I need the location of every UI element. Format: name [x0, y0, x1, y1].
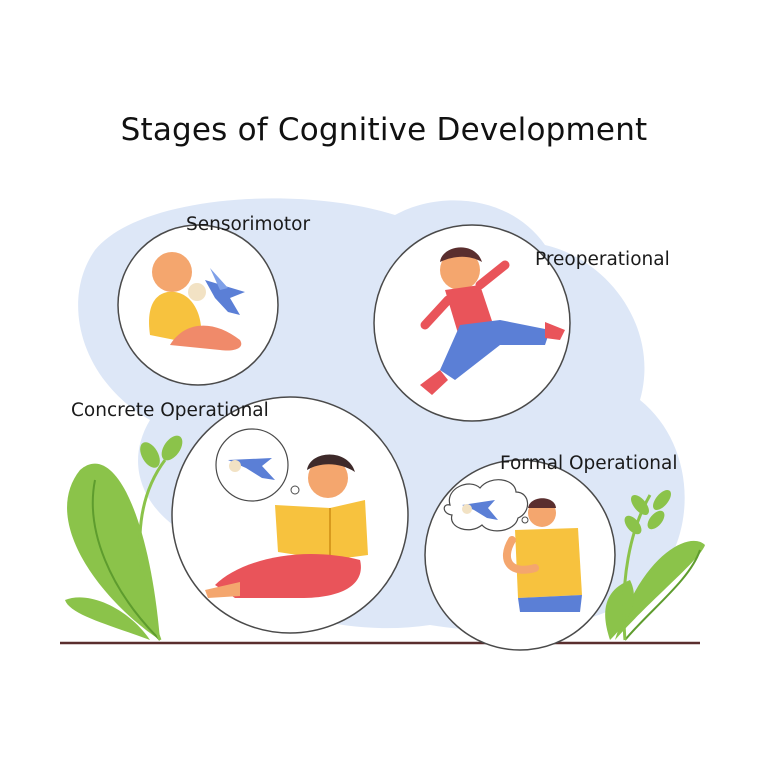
- thought-cloud-icon: [443, 479, 529, 532]
- reading-child-icon: [205, 454, 368, 598]
- stage-label-preoperational: Preoperational: [535, 249, 670, 270]
- stage-label-formal-operational: Formal Operational: [500, 453, 678, 474]
- thought-plane-icon: [228, 458, 275, 480]
- thinking-teen-icon: [503, 498, 582, 612]
- stage-preoperational-circle: [373, 224, 571, 422]
- right-plant: [605, 490, 705, 641]
- stage-formal-circle: [424, 459, 616, 651]
- stage-label-sensorimotor: Sensorimotor: [186, 214, 311, 235]
- stage-label-concrete-operational: Concrete Operational: [71, 400, 269, 421]
- stage-concrete-circle: [171, 396, 409, 634]
- stage-sensorimotor-circle: [117, 224, 279, 386]
- running-child-icon: [420, 247, 565, 395]
- baby-icon: [149, 252, 242, 351]
- left-plant: [65, 435, 183, 641]
- page-title: Stages of Cognitive Development: [120, 112, 648, 148]
- toy-plane-icon: [205, 268, 245, 315]
